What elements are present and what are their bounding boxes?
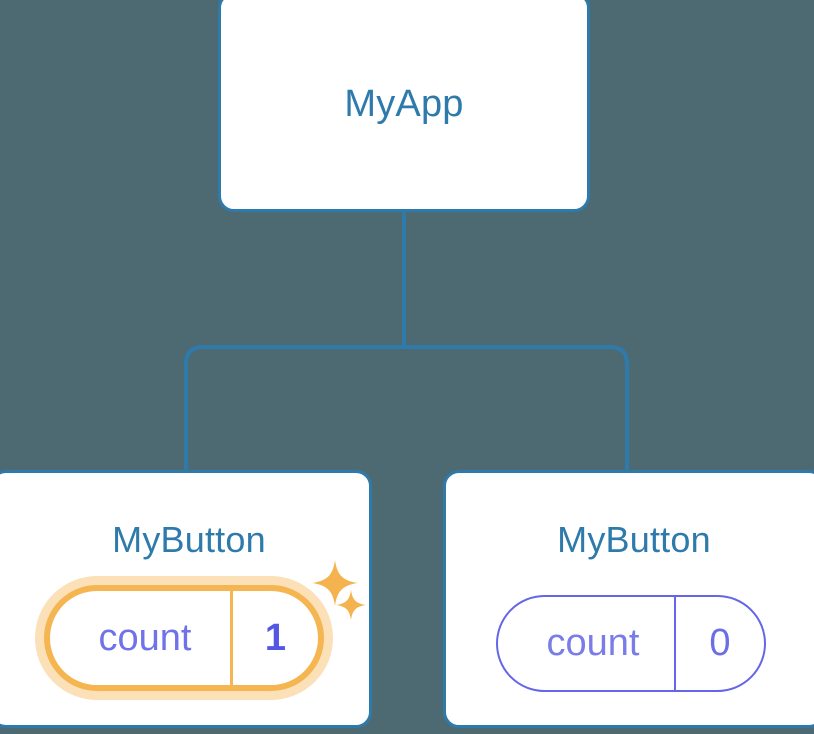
state-key-label: count — [546, 622, 640, 664]
node-mybutton-left[interactable]: MyButton count 1 — [0, 470, 372, 728]
state-pill-divider — [674, 597, 676, 690]
state-pill-body[interactable]: count 1 — [44, 585, 324, 691]
node-mybutton-right[interactable]: MyButton count 0 — [443, 470, 814, 728]
connector-bracket-right — [404, 345, 629, 472]
state-pill-glow-ring — [35, 576, 333, 700]
state-value-label: 1 — [264, 616, 287, 659]
node-myapp[interactable]: MyApp — [218, 0, 590, 212]
node-mybutton-left-label: MyButton — [112, 519, 266, 560]
node-myapp-label: MyApp — [344, 83, 464, 125]
state-key-label: count — [98, 616, 192, 659]
state-pill-divider — [230, 591, 233, 685]
state-pill-body[interactable]: count 0 — [496, 595, 766, 692]
connector-bracket-left — [184, 345, 404, 472]
state-value-label: 0 — [709, 622, 731, 664]
node-mybutton-right-label: MyButton — [557, 519, 711, 560]
